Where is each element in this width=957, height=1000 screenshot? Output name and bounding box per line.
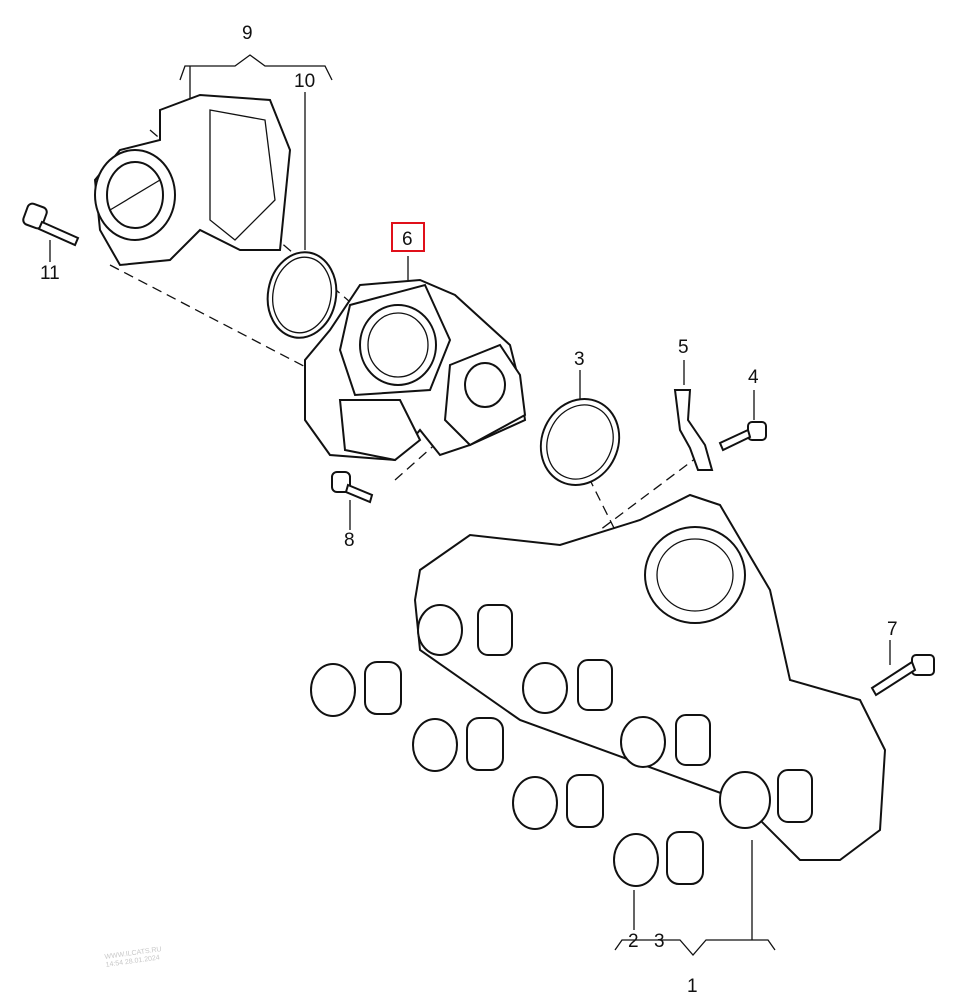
highlight-box (391, 222, 425, 252)
callout-4: 4 (748, 367, 759, 388)
bolt-4 (718, 421, 767, 452)
callout-3: 3 (574, 349, 585, 370)
callout-10: 10 (294, 71, 316, 92)
callout-1: 1 (687, 976, 698, 997)
bracket-9 (179, 54, 333, 100)
bracket-1 (614, 840, 776, 956)
bolt-8 (331, 471, 374, 504)
callout-8: 8 (344, 530, 355, 551)
callout-11: 11 (40, 263, 60, 284)
callout-9: 9 (242, 23, 253, 44)
seal-ring-3 (539, 398, 621, 486)
callout-3-lower: 3 (654, 931, 665, 952)
egr-valve-6 (304, 278, 527, 462)
bolt-11 (22, 202, 80, 247)
gasket-strip-2 (310, 661, 704, 887)
throttle-body-9 (93, 93, 292, 267)
callout-6[interactable]: 6 (402, 229, 413, 250)
bolt-7 (870, 654, 935, 697)
callout-5: 5 (678, 337, 689, 358)
callout-2: 2 (628, 931, 639, 952)
intake-manifold-1 (413, 493, 887, 861)
callout-7: 7 (887, 619, 898, 640)
bracket-5 (673, 389, 714, 471)
o-ring-10 (266, 251, 338, 339)
